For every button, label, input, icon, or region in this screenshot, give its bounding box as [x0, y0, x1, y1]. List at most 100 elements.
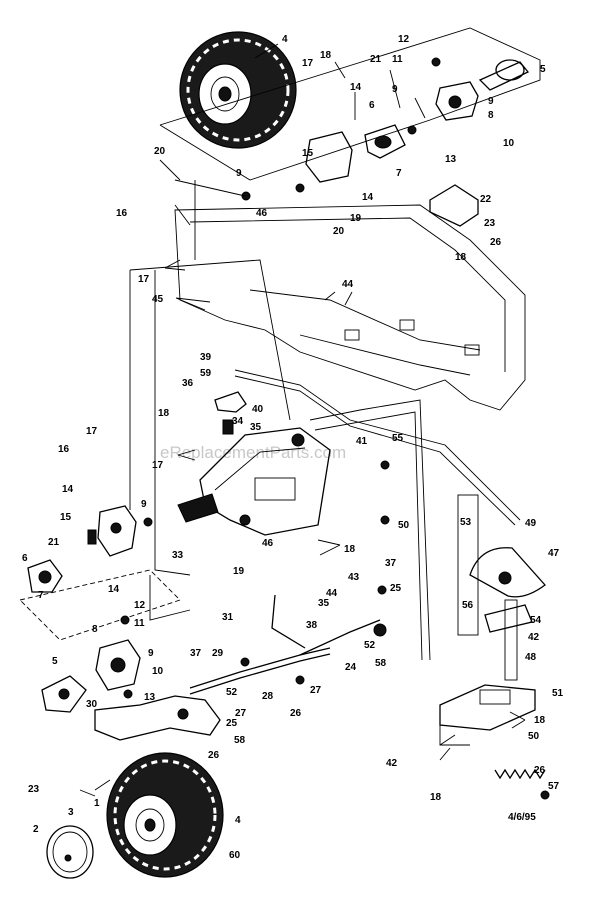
callout: 18 — [320, 50, 332, 61]
callout: 18 — [455, 252, 467, 263]
callout: 17 — [138, 274, 150, 285]
callout: 26 — [534, 765, 546, 776]
callout: 1 — [94, 798, 100, 809]
callout: 13 — [144, 692, 156, 703]
callout: 4 — [235, 815, 241, 826]
callout: 23 — [28, 784, 40, 795]
steering-linkage — [177, 460, 390, 720]
callout: 42 — [528, 632, 540, 643]
callout: 16 — [116, 208, 128, 219]
callout: 12 — [398, 34, 410, 45]
lever-36 — [214, 391, 247, 413]
callout-labels: 4 18 17 12 11 5 21 14 6 9 9 8 10 15 13 2… — [22, 34, 564, 861]
callout: 43 — [348, 572, 360, 583]
callout: 37 — [190, 648, 202, 659]
callout: 58 — [375, 658, 387, 669]
callout: 60 — [229, 850, 241, 861]
callout: 58 — [234, 735, 246, 746]
callout: 22 — [480, 194, 492, 205]
callout: 12 — [134, 600, 146, 611]
callout: 15 — [302, 148, 314, 159]
callout: 17 — [152, 460, 164, 471]
callout: 5 — [52, 656, 58, 667]
callout: 18 — [430, 792, 442, 803]
transaxle — [177, 427, 331, 536]
spring-57 — [494, 768, 546, 780]
callout: 16 — [58, 444, 70, 455]
flange-5-left — [41, 675, 87, 713]
callout: 3 — [68, 807, 74, 818]
callout: 35 — [318, 598, 330, 609]
callout: 26 — [290, 708, 302, 719]
callout: 19 — [233, 566, 245, 577]
callout: 9 — [236, 168, 242, 179]
left-hub-8 — [95, 615, 141, 699]
callout: 39 — [200, 352, 212, 363]
callout: 36 — [182, 378, 194, 389]
callout: 24 — [345, 662, 357, 673]
callout: 11 — [392, 54, 403, 65]
callout: 50 — [398, 520, 410, 531]
callout: 49 — [525, 518, 537, 529]
callout: 21 — [48, 537, 60, 548]
callout: 23 — [484, 218, 496, 229]
callout: 9 — [392, 84, 398, 95]
callout: 27 — [310, 685, 322, 696]
callout: 54 — [530, 615, 542, 626]
callout: 29 — [212, 648, 224, 659]
callout: 20 — [154, 146, 166, 157]
callout: 37 — [385, 558, 397, 569]
callout: 18 — [158, 408, 170, 419]
callout: 33 — [172, 550, 184, 561]
callout: 8 — [92, 624, 98, 635]
callout: 46 — [262, 538, 274, 549]
callout: 59 — [200, 368, 212, 379]
callout: 52 — [364, 640, 376, 651]
callout: 6 — [22, 553, 28, 564]
tractor-frame — [174, 204, 526, 411]
left-axle-assembly — [19, 505, 181, 641]
spacer-34 — [222, 419, 234, 435]
callout: 50 — [528, 731, 540, 742]
callout: 9 — [488, 96, 494, 107]
callout: 40 — [252, 404, 264, 415]
callout: 7 — [396, 168, 402, 179]
callout: 15 — [60, 512, 72, 523]
callout: 14 — [108, 584, 120, 595]
callout: 14 — [350, 82, 362, 93]
callout: 30 — [86, 699, 98, 710]
callout: 31 — [222, 612, 234, 623]
rear-axle-outline — [159, 27, 541, 181]
callout: 53 — [460, 517, 472, 528]
callout: 25 — [226, 718, 238, 729]
callout: 56 — [462, 600, 474, 611]
callout: 6 — [369, 100, 375, 111]
callout: 18 — [344, 544, 356, 555]
callout: 26 — [490, 237, 502, 248]
callout: 27 — [235, 708, 247, 719]
callout: 51 — [552, 688, 564, 699]
callout: 10 — [152, 666, 164, 677]
callout: 7 — [38, 590, 44, 601]
callout: 21 — [370, 54, 382, 65]
callout: 28 — [262, 691, 274, 702]
axle-beam-30 — [94, 695, 221, 741]
leader-lines — [79, 43, 526, 797]
callout: 19 — [350, 213, 362, 224]
callout: 2 — [33, 824, 39, 835]
callout: 14 — [62, 484, 74, 495]
callout: 57 — [548, 781, 560, 792]
callout: 18 — [534, 715, 546, 726]
callout: 25 — [390, 583, 402, 594]
callout: 8 — [488, 110, 494, 121]
callout: 9 — [148, 648, 154, 659]
watermark-text: eReplacementParts.com — [160, 443, 346, 462]
spring-hook — [540, 790, 550, 800]
callout: 44 — [326, 588, 338, 599]
callout: 38 — [306, 620, 318, 631]
callout: 52 — [226, 687, 238, 698]
callout: 9 — [141, 499, 147, 510]
callout: 5 — [540, 64, 546, 75]
callout: 34 — [232, 416, 244, 427]
